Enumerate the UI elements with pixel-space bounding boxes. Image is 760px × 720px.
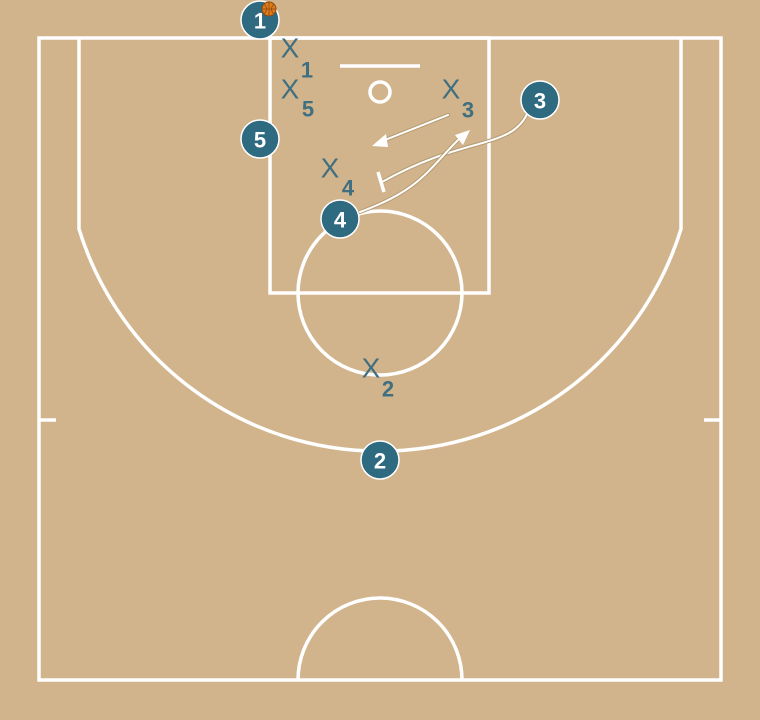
offense-player-3-label: 3 xyxy=(534,89,546,114)
defender-x1-number: 1 xyxy=(301,58,313,83)
defender-x5-number: 5 xyxy=(302,97,314,122)
offense-player-5: 5 xyxy=(240,119,280,159)
offense-player-5-token xyxy=(240,119,280,159)
offense-player-3: 3 xyxy=(520,80,560,120)
center-circle xyxy=(296,596,464,681)
cut-path-player-4-line xyxy=(359,139,459,213)
offense-player-2: 2 xyxy=(360,440,400,480)
defender-x4: X 4 xyxy=(321,153,355,201)
defender-x4-mark: X xyxy=(321,153,340,184)
defender-x3-mark: X xyxy=(442,74,461,105)
free-throw-circle xyxy=(296,209,464,377)
offense-player-4: 4 xyxy=(320,199,360,239)
defender-x2-mark: X xyxy=(362,353,381,384)
arrowhead-player-4 xyxy=(455,130,470,145)
court-lines xyxy=(37,36,723,682)
defense-players: X 1 X 5 X 3 X 4 X 2 xyxy=(281,33,474,402)
defender-x4-number: 4 xyxy=(342,176,355,201)
offense-player-2-token xyxy=(360,440,400,480)
arrowhead-to-hoop xyxy=(372,134,388,147)
offense-player-4-label: 4 xyxy=(334,208,347,233)
defender-x3: X 3 xyxy=(442,74,474,123)
screen-bar-player-3 xyxy=(376,171,386,193)
defender-x1-mark: X xyxy=(281,33,300,64)
movement-paths xyxy=(358,110,530,214)
offense-players: 1 5 3 4 2 xyxy=(240,0,560,480)
offense-player-3-token xyxy=(520,80,560,120)
defender-x2: X 2 xyxy=(362,353,394,402)
offense-player-1-label: 1 xyxy=(254,9,266,34)
cut-path-player-3-line xyxy=(381,111,529,183)
defender-x3-number: 3 xyxy=(462,98,474,123)
offense-player-1: 1 xyxy=(240,0,280,40)
defender-x1: X 1 xyxy=(281,33,313,83)
offense-player-4-token xyxy=(320,199,360,239)
paint-lane xyxy=(268,36,491,295)
offense-player-2-label: 2 xyxy=(374,449,386,474)
move-path-to-hoop-line xyxy=(384,114,449,141)
defender-x2-number: 2 xyxy=(382,377,394,402)
defender-x5-mark: X xyxy=(281,74,300,105)
hoop xyxy=(368,80,392,104)
defender-x5: X 5 xyxy=(281,74,314,122)
basketball-icon xyxy=(261,1,277,17)
offense-player-5-label: 5 xyxy=(254,128,266,153)
